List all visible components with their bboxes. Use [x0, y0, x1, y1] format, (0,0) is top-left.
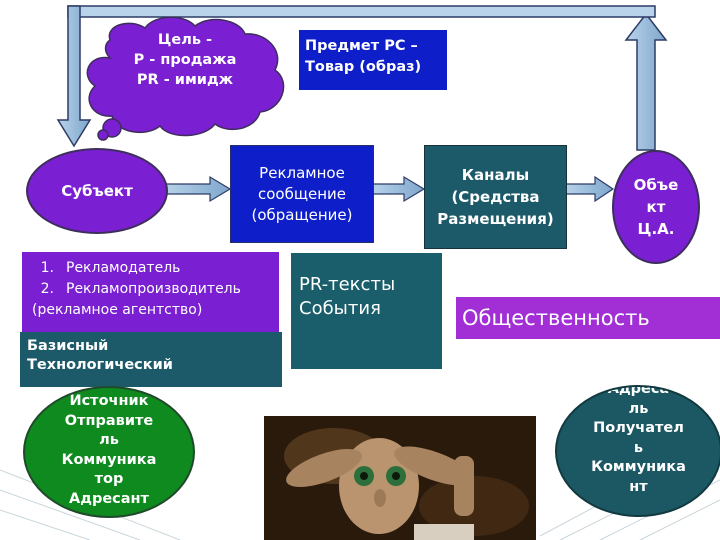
source-line: Коммуника — [61, 451, 157, 468]
list-item: 1. Рекламодатель — [40, 260, 181, 276]
object-line: Объе — [633, 176, 679, 194]
goal-cloud-text: Цель - Р - продажа PR - имидж — [100, 30, 270, 90]
source-node: Источник Отправите ль Коммуника тор Адре… — [23, 386, 195, 518]
object-line: кт — [646, 198, 666, 216]
arrow-message-to-channels — [371, 175, 426, 203]
level-line: Технологический — [27, 357, 173, 373]
dobby-photo — [264, 416, 536, 540]
channels-line: Размещения) — [437, 210, 554, 228]
feedback-down-arrow — [56, 5, 92, 148]
arrow-subject-to-message — [163, 175, 232, 203]
message-node: Рекламное сообщение (обращение) — [230, 145, 374, 243]
source-line: Отправите — [64, 412, 154, 429]
receiver-node: Адреса ль Получател ь Коммуника нт — [555, 385, 720, 517]
object-node: Объе кт Ц.А. — [612, 150, 700, 264]
goal-cloud — [86, 16, 285, 141]
message-line: сообщение — [258, 184, 346, 203]
pr-line: PR-тексты — [299, 274, 396, 295]
source-line: тор — [94, 471, 124, 487]
subject-label: Субъект — [61, 182, 133, 200]
subject-box-line: Товар (образ) — [305, 59, 422, 75]
public-box: Общественность — [456, 297, 720, 339]
advertisers-list: 1. Рекламодатель 2. Рекламопроизводитель… — [22, 252, 279, 332]
source-line: Адресант — [69, 490, 149, 507]
subject-of-pr-box: Предмет РС – Товар (образ) — [299, 30, 447, 90]
channels-node: Каналы (Средства Размещения) — [424, 145, 567, 249]
receiver-line: Коммуника — [591, 459, 686, 475]
receiver-line: Адреса — [607, 385, 670, 397]
receiver-line: ль — [628, 400, 649, 417]
cloud-line: Р - продажа — [133, 52, 237, 68]
message-line: (обращение) — [251, 205, 353, 224]
receiver-line: Получател — [593, 420, 684, 436]
receiver-line: нт — [629, 478, 648, 495]
levels-box: Базисный Технологический — [20, 332, 282, 387]
cloud-line: PR - имидж — [136, 72, 234, 88]
advertisers-note: (рекламное агентство) — [32, 302, 203, 318]
cloud-line: Цель - — [157, 32, 213, 48]
receiver-line: ь — [633, 439, 644, 456]
object-line: Ц.А. — [637, 220, 675, 238]
photo-illustration — [264, 416, 536, 540]
feedback-top-bar — [67, 5, 656, 18]
feedback-loop-arrow — [624, 12, 668, 151]
subject-box-line: Предмет РС – — [305, 38, 418, 54]
source-line: ль — [99, 432, 119, 448]
message-line: Рекламное — [259, 163, 345, 182]
pr-line: События — [299, 298, 381, 319]
channels-line: Каналы — [461, 166, 530, 184]
public-label: Общественность — [462, 306, 650, 330]
source-line: Источник — [69, 393, 149, 409]
channels-line: (Средства — [451, 188, 540, 206]
subject-node: Субъект — [26, 148, 168, 234]
level-line: Базисный — [27, 338, 109, 354]
list-item: 2. Рекламопроизводитель — [40, 281, 241, 297]
arrow-channels-to-object — [564, 175, 615, 203]
pr-box: PR-тексты События — [291, 253, 442, 369]
